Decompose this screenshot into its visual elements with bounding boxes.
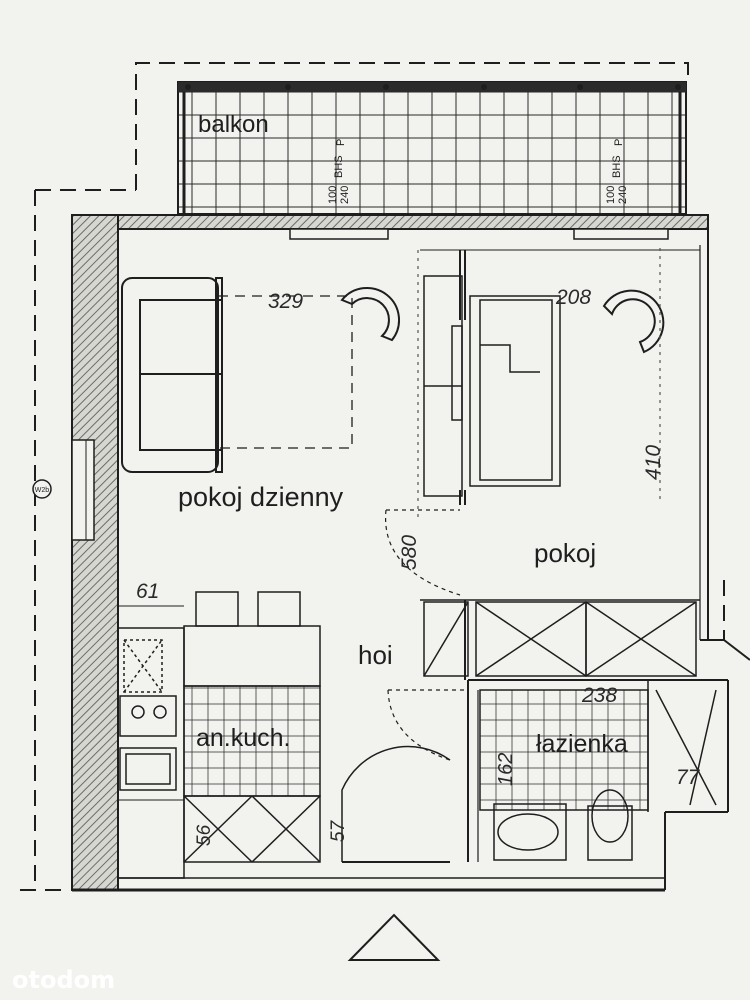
- dim-bath-width: 238: [581, 684, 617, 707]
- watermark-logo: otodom: [12, 966, 115, 994]
- svg-text:240: 240: [617, 186, 629, 204]
- svg-text:240: 240: [339, 186, 351, 204]
- svg-text:P: P: [335, 139, 347, 146]
- dim-kitchen-cab: 56: [194, 824, 215, 846]
- svg-text:W2b: W2b: [35, 487, 50, 494]
- svg-text:BHS: BHS: [333, 155, 345, 178]
- label-kitchen: an.kuch.: [196, 724, 291, 752]
- window-tag: W2b: [32, 479, 52, 499]
- balcony: [177, 81, 687, 215]
- window-spec-right: 100 240 BHS P: [605, 139, 629, 204]
- partitions: [420, 249, 728, 862]
- svg-text:100: 100: [327, 186, 339, 204]
- label-room: pokoj: [534, 538, 596, 568]
- dim-living-width: 329: [268, 290, 303, 313]
- walls: [71, 214, 750, 892]
- orientation-triangle: [347, 913, 441, 961]
- outline-dashed: [20, 62, 725, 891]
- dim-bath-depth: 162: [495, 753, 517, 786]
- kitchen: [117, 591, 321, 879]
- armchairs: [340, 287, 665, 354]
- label-living: pokoj dzienny: [178, 482, 344, 512]
- label-balcony: balkon: [198, 111, 269, 138]
- sofa: [121, 277, 353, 473]
- bathroom: [479, 680, 717, 861]
- room-dashed: [417, 248, 661, 520]
- dim-entry-door: 57: [328, 819, 349, 842]
- room-door: [384, 509, 461, 596]
- dim-bath-extra: 77: [676, 766, 701, 789]
- svg-text:100: 100: [605, 186, 617, 204]
- dim-living-depth: 580: [398, 535, 421, 570]
- svg-text:BHS: BHS: [611, 155, 623, 178]
- svg-text:P: P: [613, 139, 625, 146]
- window-spec-left: 100 240 BHS P: [327, 139, 351, 204]
- dim-room-depth: 410: [642, 445, 665, 480]
- room-storage: [423, 601, 697, 677]
- wardrobe: [423, 275, 561, 497]
- dim-room-width: 208: [555, 286, 591, 309]
- dim-kitchen-width: 61: [136, 580, 159, 603]
- label-hall: hoi: [358, 640, 393, 670]
- entrance: [341, 689, 468, 863]
- label-bathroom: łazienka: [536, 730, 628, 758]
